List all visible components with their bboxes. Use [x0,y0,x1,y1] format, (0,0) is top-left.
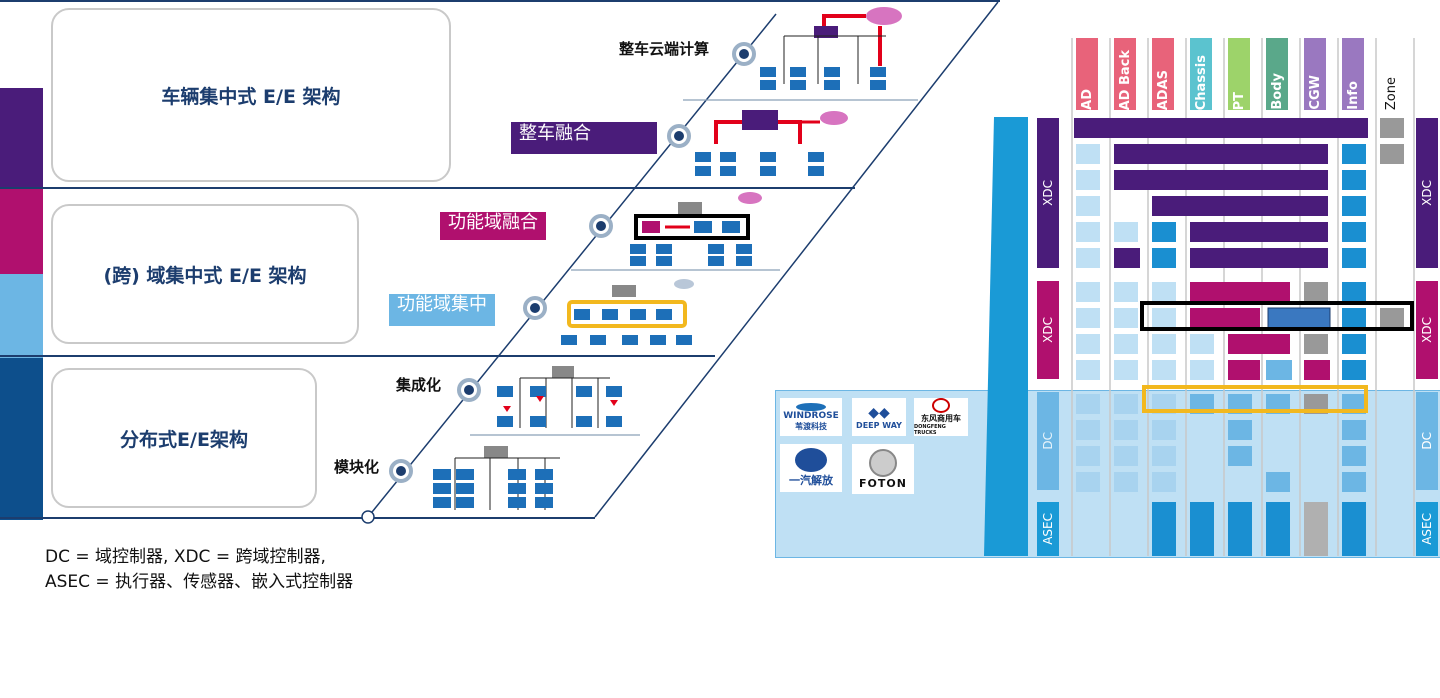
diagram-domain-fusion [630,192,762,266]
column-header-info: Info [1342,38,1364,110]
level-label: 分布式E/E架构 [120,428,248,451]
row-label-xdc-left-2: XDC [1037,281,1059,379]
logo-deepway: ◆◆ DEEP WAY [852,398,906,436]
dongfeng-icon [932,398,950,413]
diagram-integration [497,366,622,428]
row-label-dc-right: DC [1416,392,1438,490]
diagram-modular [433,446,560,510]
diagram-cloud [760,7,902,90]
level-label: (跨) 域集中式 E/E 架构 [103,264,307,287]
diagonal-timeline [361,1,999,524]
logo-windrose: WINDROSE 苇渡科技 [780,398,842,436]
column-header-chassis: Chassis [1190,38,1212,110]
column-header-zone: Zone [1380,38,1402,110]
row-label-dc-left: DC [1037,392,1059,490]
diagram-domain-central [561,279,694,345]
ecu-matrix-cells [1074,118,1414,556]
stage-label-domain-fusion: 功能域融合 [440,212,546,240]
logo-foton: FOTON [852,444,914,494]
foton-icon [869,448,897,477]
separator-1 [0,187,855,189]
separator-2 [0,355,715,357]
stage-label-cloud: 整车云端计算 [619,40,710,58]
level-box-vehicle-central: 车辆集中式 E/E 架构 [51,8,451,182]
row-label-xdc-right-2: XDC [1416,281,1438,379]
separator-3 [0,517,595,519]
column-header-adas: ADAS [1152,38,1174,110]
row-label-asec-left: ASEC [1037,502,1059,556]
logo-faw: 一汽解放 [780,444,842,492]
sidebar-bar-darkblue [0,358,43,520]
column-header-body: Body [1266,38,1288,110]
faw-icon [795,448,827,472]
row-label-xdc-right-1: XDC [1416,118,1438,268]
stage-label-domain-central: 功能域集中 [389,294,495,326]
deepway-icon: ◆◆ [868,404,890,421]
stage-label-modular: 模块化 [334,458,380,476]
separator-top [0,0,1000,2]
legend-note-line1: DC = 域控制器, XDC = 跨域控制器, [45,547,326,567]
sidebar-bar-magenta [0,188,43,274]
level-box-domain-central: (跨) 域集中式 E/E 架构 [51,204,359,344]
legend-note-line2: ASEC = 执行器、传感器、嵌入式控制器 [45,572,354,592]
column-header-ad: AD [1076,38,1098,110]
architecture-diagrams [433,7,902,510]
column-header-ad-back: AD Back [1114,38,1136,110]
column-header-cgw: CGW [1304,38,1326,110]
row-label-xdc-left-1: XDC [1037,118,1059,268]
stage-label-vehicle-fusion: 整车融合 [511,122,657,154]
row-label-asec-right: ASEC [1416,502,1438,556]
sidebar-bar-lightblue [0,274,43,358]
diagram-vehicle-fusion [695,110,848,176]
column-header-pt: PT [1228,38,1250,110]
logo-dongfeng: 东风商用车 DONGFENG TRUCKS [914,398,968,436]
sidebar-bar-purple [0,88,43,188]
level-box-distributed: 分布式E/E架构 [51,368,317,508]
stage-label-integration: 集成化 [396,376,442,394]
stage-nodes [389,42,756,483]
level-label: 车辆集中式 E/E 架构 [161,85,341,108]
windrose-icon [796,402,826,411]
slanted-blue-bar [984,117,1028,556]
